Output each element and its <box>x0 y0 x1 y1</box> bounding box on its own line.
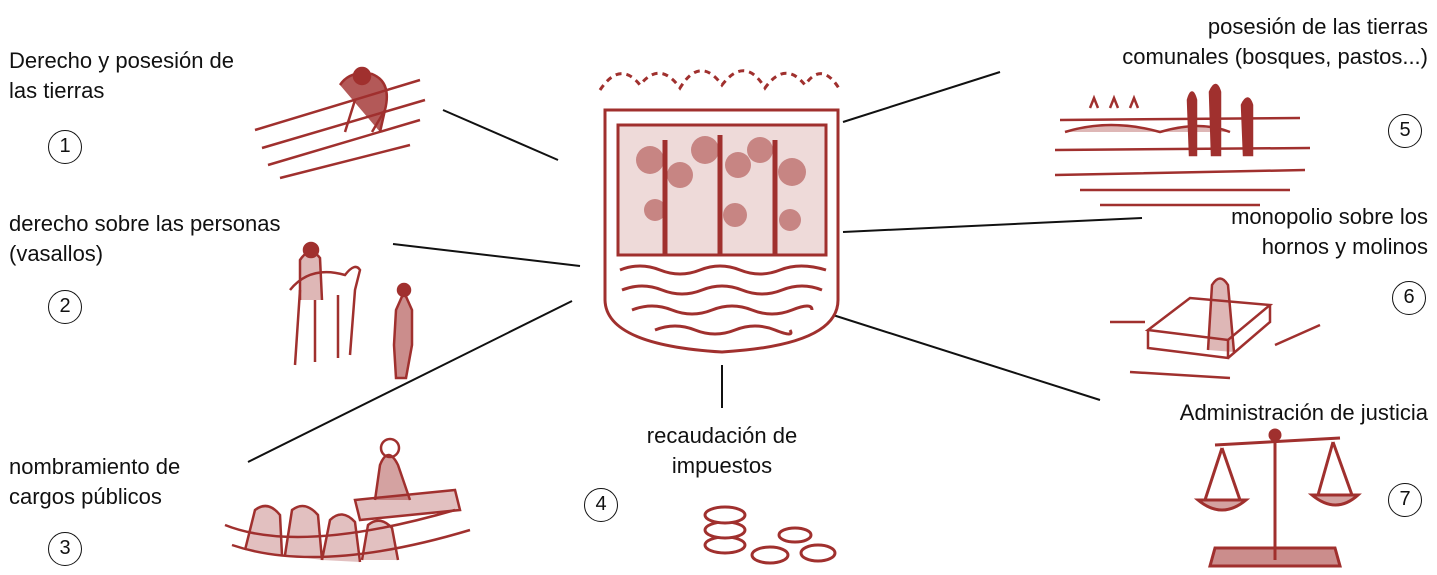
power-1-line-2: las tierras <box>9 78 105 103</box>
landscape-icon <box>1054 83 1311 207</box>
power-4-number: 4 <box>584 488 618 522</box>
power-5-line-2: comunales (bosques, pastos...) <box>1122 44 1428 69</box>
connector-6 <box>842 217 1143 233</box>
connector-3 <box>247 300 573 463</box>
connector-7 <box>832 314 1101 401</box>
power-1-number: 1 <box>48 130 82 164</box>
power-4-label: recaudación de impuestos <box>612 421 832 481</box>
power-3-number: 3 <box>48 532 82 566</box>
power-1-line-1: Derecho y posesión de <box>9 48 235 73</box>
farmer-plowing-icon <box>254 66 426 180</box>
scales-icon <box>1193 428 1362 568</box>
assembly-icon <box>224 437 471 563</box>
power-5-line-1: posesión de las tierras <box>1207 14 1428 39</box>
power-2-number: 2 <box>48 290 82 324</box>
power-4-line-2: impuestos <box>671 453 773 478</box>
mill-oven-icon <box>1110 277 1321 380</box>
power-7-number: 7 <box>1388 483 1422 517</box>
power-7-label: Administración de justicia <box>1180 398 1428 428</box>
power-5-label: posesión de las tierras comunales (bosqu… <box>1122 12 1428 72</box>
power-3-line-1: nombramiento de <box>9 454 181 479</box>
coins-icon <box>703 505 837 565</box>
coat-of-arms-icon <box>598 69 842 354</box>
power-5-number: 5 <box>1388 114 1422 148</box>
power-3-label: nombramiento de cargos públicos <box>9 452 180 512</box>
power-2-line-2: (vasallos) <box>9 241 104 266</box>
connector-1 <box>442 109 559 161</box>
power-6-line-1: monopolio sobre los <box>1231 204 1428 229</box>
knight-and-vassal-icon <box>289 241 414 380</box>
power-6-line-2: hornos y molinos <box>1261 234 1428 259</box>
power-2-label: derecho sobre las personas (vasallos) <box>9 209 281 269</box>
power-1-label: Derecho y posesión de las tierras <box>9 46 234 106</box>
power-2-line-1: derecho sobre las personas <box>9 211 281 236</box>
connector-2 <box>392 243 581 267</box>
power-7-line-1: Administración de justicia <box>1179 400 1428 425</box>
connector-5 <box>842 71 1001 123</box>
power-6-number: 6 <box>1392 281 1426 315</box>
power-6-label: monopolio sobre los hornos y molinos <box>1231 202 1428 262</box>
power-4-line-1: recaudación de <box>646 423 798 448</box>
power-3-line-2: cargos públicos <box>9 484 162 509</box>
